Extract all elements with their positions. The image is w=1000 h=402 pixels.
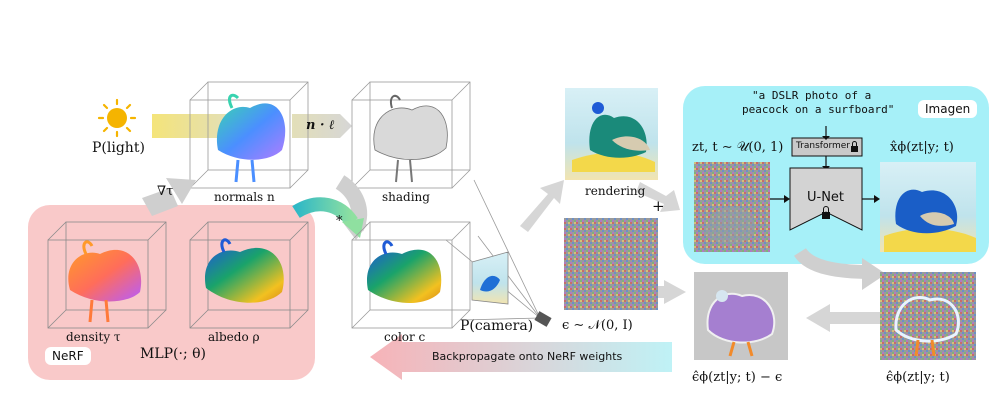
backprop-label: Backpropagate onto NeRF weights — [432, 350, 623, 363]
transformer-lock-icon — [851, 141, 858, 152]
prompt-line1: "a DSLR photo of a — [752, 89, 872, 102]
unet-label: U-Net — [807, 190, 845, 205]
color-peacock — [366, 249, 442, 303]
nabla-tau-arrow — [142, 188, 178, 216]
normals-label: normals n — [214, 190, 275, 204]
normals-peacock — [216, 103, 286, 160]
star-label: * — [336, 214, 343, 229]
color-label: color c — [384, 330, 426, 344]
xhat-to-epshat-arrow — [794, 247, 871, 279]
normals-cube — [189, 81, 309, 189]
eps-hat-image — [880, 272, 976, 360]
unet-block — [789, 167, 863, 231]
zt-noisy-image — [694, 162, 770, 252]
eps-diff-image — [694, 272, 788, 360]
rendering-image — [565, 88, 658, 180]
unet-lock-icon — [822, 206, 830, 219]
x-hat-image — [880, 162, 976, 252]
nerf-tag: NeRF — [45, 347, 91, 365]
eps-hat-label: ϵ̂ϕ(zt|y; t) — [886, 370, 950, 385]
shading-label: shading — [382, 190, 430, 204]
camera-image-plane — [471, 251, 509, 305]
n-dot-l-arrow — [292, 114, 352, 138]
plus-label: + — [652, 197, 665, 215]
density-peacock — [68, 249, 142, 302]
imagen-tag: Imagen — [918, 100, 978, 118]
epsilon-label: ϵ ∼ 𝒩(0, I) — [562, 318, 633, 333]
prompt-line2: peacock on a surfboard" — [742, 103, 895, 116]
backprop-arrow[interactable] — [370, 334, 672, 380]
shading-peacock — [373, 105, 448, 160]
zt-label: zt, t ∼ 𝒰(0, 1) — [692, 140, 784, 155]
transformer-label: Transformer — [796, 141, 851, 151]
to-rendering-arrow — [520, 180, 564, 232]
color-cube — [351, 221, 471, 329]
eps-diff-label: ϵ̂ϕ(zt|y; t) − ϵ — [692, 370, 783, 385]
noise-image — [564, 218, 658, 310]
mlp-label: MLP(·; θ) — [140, 346, 207, 362]
sun-icon — [97, 98, 137, 138]
albedo-peacock — [204, 247, 284, 303]
n-dot-l-label: n · ℓ — [306, 118, 335, 133]
rendering-label: rendering — [585, 184, 646, 198]
light-label: P(light) — [92, 140, 145, 156]
nabla-tau-label: ∇τ — [157, 184, 174, 199]
rendering-to-imagen-arrow — [636, 182, 680, 212]
albedo-to-color-arrow — [292, 197, 358, 227]
epshat-to-diff-arrow — [806, 304, 880, 332]
density-label: density τ — [66, 330, 121, 344]
camera-label: P(camera) — [460, 318, 534, 334]
density-cube — [47, 221, 167, 329]
x-hat-label: x̂ϕ(zt|y; t) — [890, 140, 954, 155]
albedo-label: albedo ρ — [208, 330, 260, 344]
camera-icon — [534, 311, 552, 327]
